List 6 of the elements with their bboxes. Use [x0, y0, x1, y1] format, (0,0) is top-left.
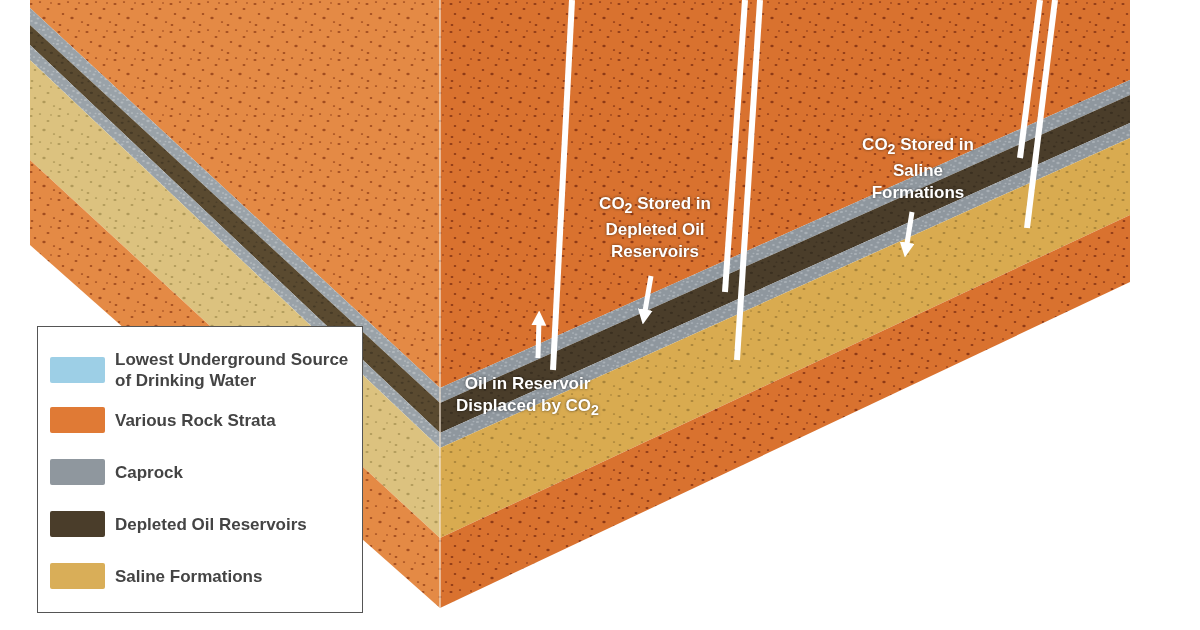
annotation-label: CO$_{2}$ Stored in Depleted Oil Reservoirs [598, 193, 712, 264]
legend-label: Caprock [115, 461, 185, 483]
legend-label: Various Rock Strata [115, 409, 277, 431]
legend-label: Saline Formations [115, 565, 264, 587]
legend-label: Depleted Oil Reservoirs [115, 513, 308, 535]
legend-label: Lowest Underground Source of Drinking Water [115, 349, 350, 391]
